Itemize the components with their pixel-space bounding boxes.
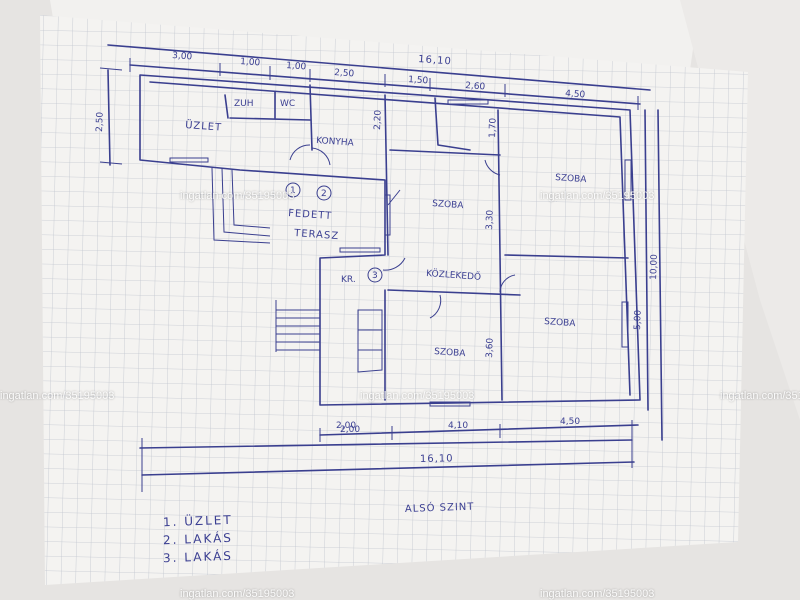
marker-1: 1 — [290, 186, 296, 196]
dim-top-2: 1,00 — [240, 57, 261, 68]
room-szoba-4: SZOBA — [434, 347, 467, 359]
dim-right-1: 10,00 — [649, 254, 660, 280]
plan-title: ALSÓ SZINT — [405, 500, 475, 515]
room-kozlekedo: KÖZLEKEDŐ — [426, 268, 482, 283]
dim-top-1: 3,00 — [172, 51, 193, 62]
dim-top-4: 2,50 — [334, 68, 355, 79]
room-konyha: KONYHA — [316, 136, 355, 149]
dim-bottom-3: 4,50 — [560, 417, 580, 427]
dim-right-2: 5,00 — [633, 309, 644, 330]
watermark-mid-right: ingatlan.com/35195003 — [720, 390, 800, 402]
room-uzlet: ÜZLET — [185, 118, 223, 134]
room-wc: WC — [280, 99, 295, 109]
dim-left-height: 2,50 — [95, 111, 106, 132]
room-kr: KR. — [341, 275, 356, 285]
legend-item-1: 1. ÜZLET — [162, 512, 233, 530]
watermark-bottom-left: ingatlan.com/35195003 — [180, 588, 295, 600]
watermark-mid-center: ingatlan.com/35195003 — [360, 390, 475, 402]
watermark-top-right: ingatlan.com/35195003 — [540, 190, 655, 202]
marker-3: 3 — [372, 271, 378, 281]
room-zuh: ZUH — [234, 99, 254, 109]
room-szoba-2: SZOBA — [555, 173, 588, 185]
dim-interior-2: 1,70 — [488, 117, 499, 138]
dim-top-7: 4,50 — [565, 89, 586, 100]
dim-top-5: 1,50 — [408, 75, 429, 86]
room-szoba-1: SZOBA — [432, 199, 465, 211]
dim-top-6: 2,60 — [465, 81, 486, 92]
dim-interior-3: 3,30 — [485, 209, 496, 230]
legend-item-2: 2. LAKÁS — [162, 530, 234, 548]
watermark-mid-left: ingatlan.com/35195003 — [0, 390, 115, 402]
room-fedett: FEDETT — [288, 208, 333, 222]
watermark-top: ingatlan.com/35195003 — [180, 190, 295, 202]
grid-pattern — [40, 15, 748, 585]
dim-interior-4: 3,60 — [485, 337, 496, 358]
dim-bottom-total: 16,10 — [420, 453, 454, 465]
dim-bottom-1: 2,00 — [340, 425, 360, 435]
watermark-bottom-right: ingatlan.com/35195003 — [540, 588, 655, 600]
dim-total-top: 16,10 — [418, 54, 452, 67]
room-szoba-3: SZOBA — [544, 317, 577, 329]
dim-interior-1: 2,20 — [373, 109, 384, 130]
floor-plan — [99, 44, 663, 492]
marker-2: 2 — [321, 189, 327, 199]
dim-bottom-2: 4,10 — [448, 421, 468, 431]
dim-interior-5: 2,00 — [336, 421, 356, 431]
dim-top-3: 1,00 — [286, 61, 307, 72]
room-terasz: TERASZ — [293, 228, 340, 242]
legend-item-3: 3. LAKÁS — [162, 548, 234, 566]
